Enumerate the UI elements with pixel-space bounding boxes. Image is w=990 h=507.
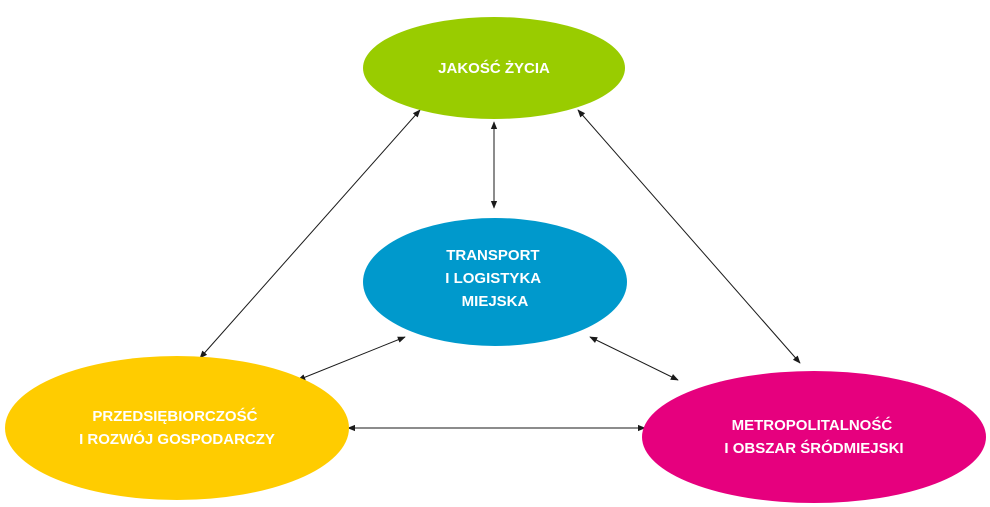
node-entrepreneurship: PRZEDSIĘBIORCZOŚĆ I ROZWÓJ GOSPODARCZY	[5, 356, 349, 500]
node-entrepreneurship-label-line: PRZEDSIĘBIORCZOŚĆ	[92, 407, 257, 425]
node-quality-of-life: JAKOŚĆ ŻYCIA	[363, 17, 625, 119]
connector-layer	[199, 109, 801, 432]
node-entrepreneurship-label-line: I ROZWÓJ GOSPODARCZY	[79, 430, 275, 448]
node-transport-label-line: MIEJSKA	[462, 293, 529, 310]
node-transport-label: TRANSPORT I LOGISTYKA MIEJSKA	[445, 247, 544, 310]
connector-quality-entrepreneurship	[199, 109, 421, 359]
node-entrepreneurship-label: PRZEDSIĘBIORCZOŚĆ I ROZWÓJ GOSPODARCZY	[79, 407, 275, 448]
node-quality-of-life-label-line: JAKOŚĆ ŻYCIA	[438, 59, 550, 77]
node-metropolitan-label: METROPOLITALNOŚĆ I OBSZAR ŚRÓDMIEJSKI	[724, 416, 903, 457]
node-metropolitan: METROPOLITALNOŚĆ I OBSZAR ŚRÓDMIEJSKI	[642, 371, 986, 503]
node-metropolitan-label-line: I OBSZAR ŚRÓDMIEJSKI	[724, 439, 903, 457]
connector-transport-entrepreneurship	[297, 336, 406, 381]
node-transport-label-line: I LOGISTYKA	[445, 270, 541, 287]
node-transport-label-line: TRANSPORT	[446, 247, 539, 264]
node-quality-of-life-label: JAKOŚĆ ŻYCIA	[438, 59, 550, 77]
connector-transport-metropolitan	[589, 336, 679, 381]
node-transport: TRANSPORT I LOGISTYKA MIEJSKA	[363, 218, 627, 346]
node-quality-of-life-ellipse	[363, 17, 625, 119]
node-entrepreneurship-ellipse	[5, 356, 349, 500]
node-transport-ellipse	[363, 218, 627, 346]
connector-quality-metropolitan	[577, 109, 801, 364]
node-metropolitan-ellipse	[642, 371, 986, 503]
node-metropolitan-label-line: METROPOLITALNOŚĆ	[732, 416, 893, 434]
